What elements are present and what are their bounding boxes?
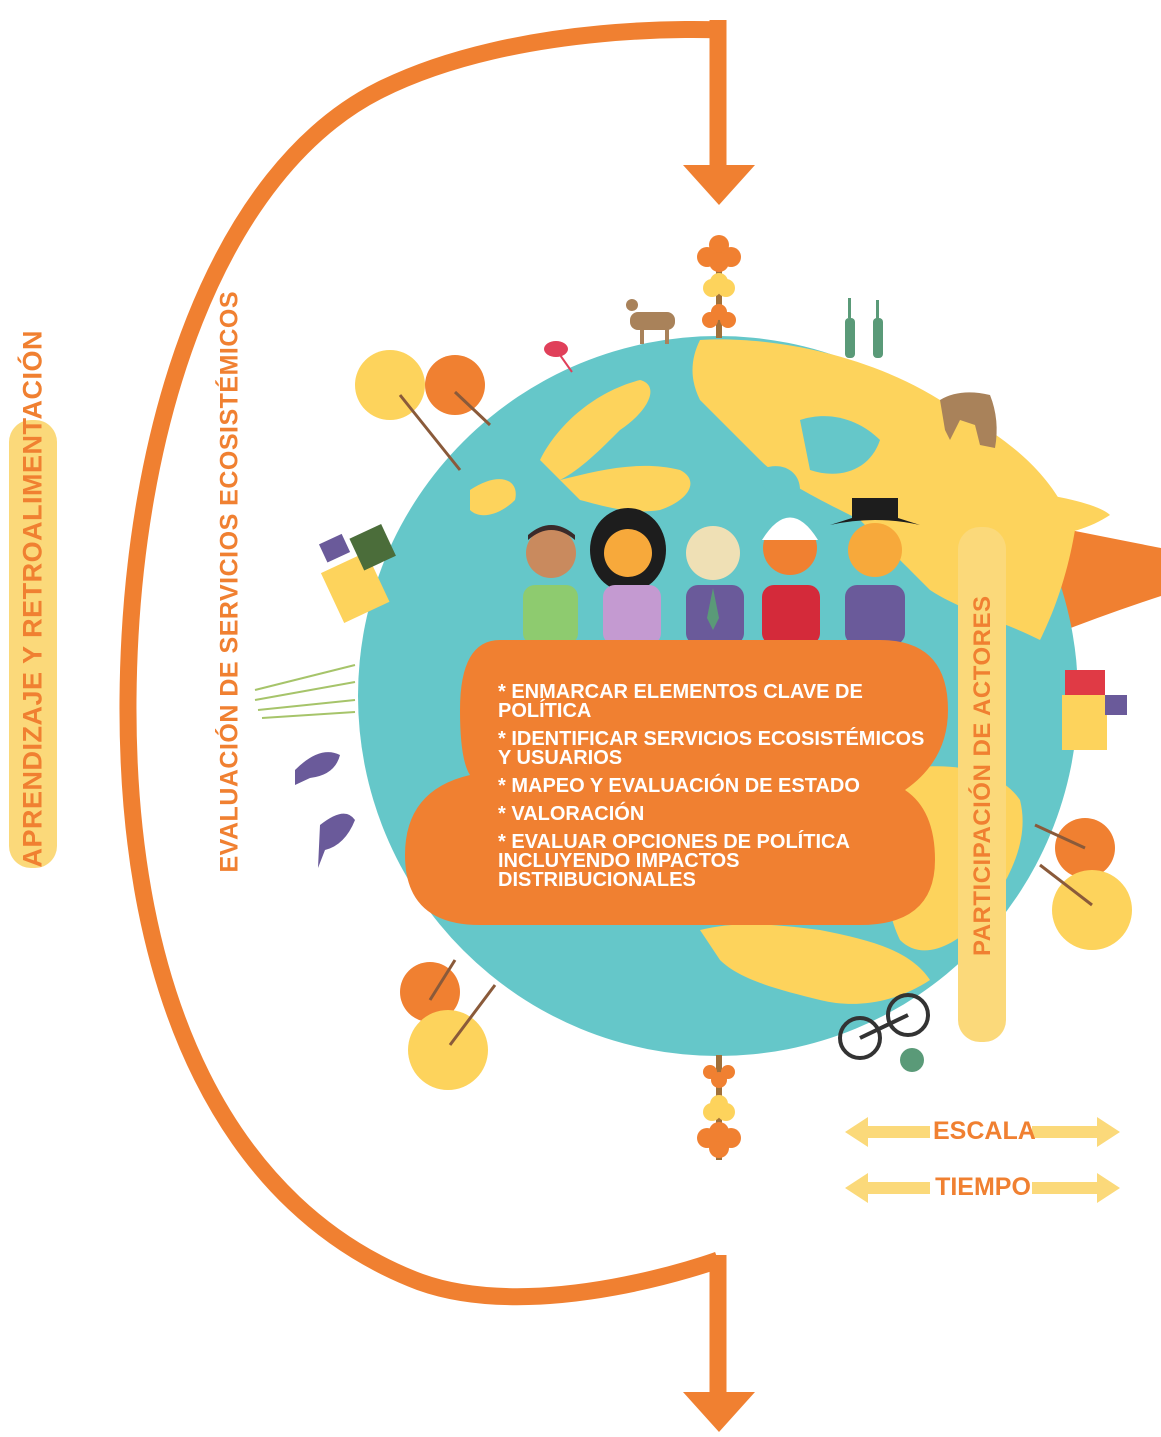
tree-top (697, 235, 741, 328)
time-arrows (845, 1173, 1120, 1203)
person-worker (762, 517, 820, 645)
flamingo-icon (544, 341, 573, 373)
actors-label: PARTICIPACIÓN DE ACTORES (969, 595, 996, 956)
arrow-down-top (683, 165, 755, 205)
task-item: * EVALUAR OPCIONES DE POLÍTICA INCLUYEND… (498, 831, 850, 891)
task-cloud (405, 640, 948, 925)
scale-arrows (845, 1117, 1120, 1147)
actors-pill (958, 527, 1006, 1042)
assessment-label: EVALUACIÓN DE SERVICIOS ECOSISTÉMICOS (215, 290, 244, 873)
time-label: TIEMPO (935, 1173, 1031, 1201)
task-list: * ENMARCAR ELEMENTOS CLAVE DE POLÍTICA *… (498, 681, 938, 899)
feedback-label: APRENDIZAJE Y RETROALIMENTACIÓN (17, 329, 48, 868)
fish-icon (295, 752, 340, 785)
feedback-pill (9, 420, 57, 868)
bear-icon (940, 392, 997, 448)
tree-circle (408, 1010, 488, 1090)
people-group (523, 498, 920, 645)
crops-icon (254, 664, 356, 719)
heron-icon (845, 298, 883, 358)
seas (760, 416, 880, 496)
task-item: * MAPEO Y EVALUACIÓN DE ESTADO (498, 775, 860, 797)
tree-circle (355, 350, 425, 420)
feedback-arc (119, 20, 727, 1306)
scale-label: ESCALA (933, 1117, 1036, 1145)
bicycle-icon (838, 993, 930, 1060)
house-icon (318, 523, 396, 623)
house-icon (1062, 670, 1127, 750)
tree-bottom (697, 1065, 741, 1158)
deer-icon (626, 299, 675, 344)
task-item: * VALORACIÓN (498, 803, 645, 825)
person-elder (686, 526, 744, 645)
tree-circle (425, 355, 485, 415)
fish-icon (318, 813, 355, 868)
task-item: * IDENTIFICAR SERVICIOS ECOSISTÉMICOS Y … (498, 728, 925, 769)
task-item: * ENMARCAR ELEMENTOS CLAVE DE POLÍTICA (498, 681, 863, 722)
person-child (523, 525, 578, 645)
person-woman (590, 508, 666, 645)
person-farmer (830, 498, 920, 645)
arrow-down-bottom (683, 1392, 755, 1432)
